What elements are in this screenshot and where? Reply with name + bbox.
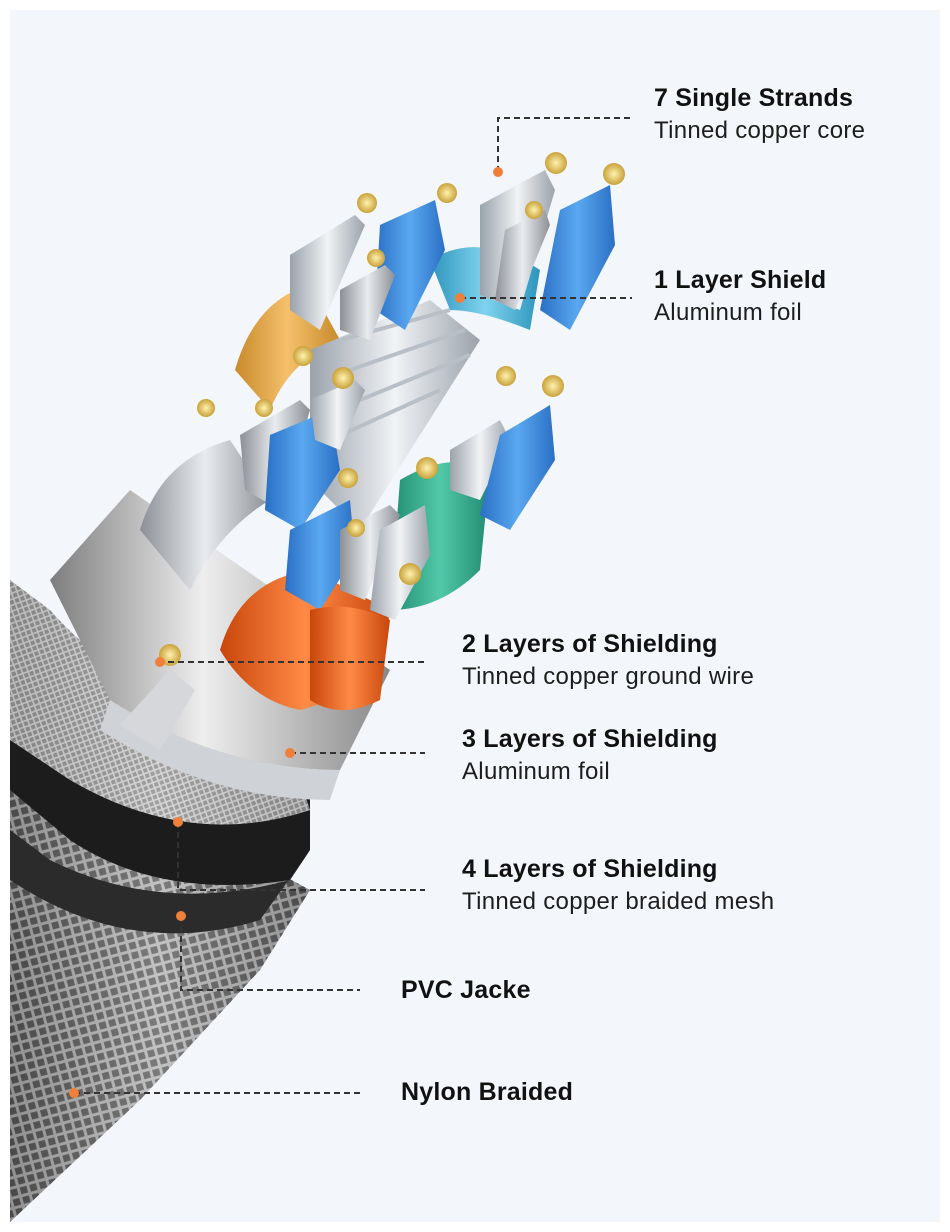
marker-dots [69,167,503,1098]
callout-title: 7 Single Strands [654,84,854,112]
cable-cross-section-illustration [10,117,632,1222]
callout-title: 1 Layer Shield [654,266,827,294]
pointer-dot-icon [493,167,503,177]
callout-shield-3: 3 Layers of Shielding Aluminum foil [462,723,718,789]
callout-pvc-jacket: PVC Jacke [401,974,531,1006]
callout-desc: Aluminum foil [462,758,610,785]
leader-strands [497,117,632,172]
callout-title: Nylon Braided [401,1078,574,1106]
leader-lines [74,117,632,1094]
callout-nylon-braided: Nylon Braided [401,1076,573,1108]
callout-shield-1: 1 Layer Shield Aluminum foil [654,264,826,330]
callout-title: 3 Layers of Shielding [462,725,718,753]
callout-title: 2 Layers of Shielding [462,630,718,658]
pointer-dot-icon [455,293,465,303]
callout-shield-4: 4 Layers of Shielding Tinned copper brai… [462,853,774,919]
pointer-dot-icon [155,657,165,667]
callout-desc: Aluminum foil [654,299,802,326]
callout-desc: Tinned copper ground wire [462,663,755,690]
copper-strand-tips [159,152,625,666]
diagram-stage: 7 Single Strands Tinned copper core 1 La… [10,10,940,1222]
pointer-dot-icon [69,1088,79,1098]
callout-desc: Tinned copper core [654,117,866,144]
callout-shield-2: 2 Layers of Shielding Tinned copper grou… [462,628,754,694]
callout-title: PVC Jacke [401,976,531,1004]
callout-title: 4 Layers of Shielding [462,855,718,883]
pointer-dot-icon [285,748,295,758]
callout-desc: Tinned copper braided mesh [462,888,775,915]
callout-strands: 7 Single Strands Tinned copper core [654,82,865,148]
pointer-dot-icon [173,817,183,827]
leader-shield4 [177,822,425,891]
leader-pvc [180,916,360,991]
insulated-conductors [120,170,615,750]
pointer-dot-icon [176,911,186,921]
